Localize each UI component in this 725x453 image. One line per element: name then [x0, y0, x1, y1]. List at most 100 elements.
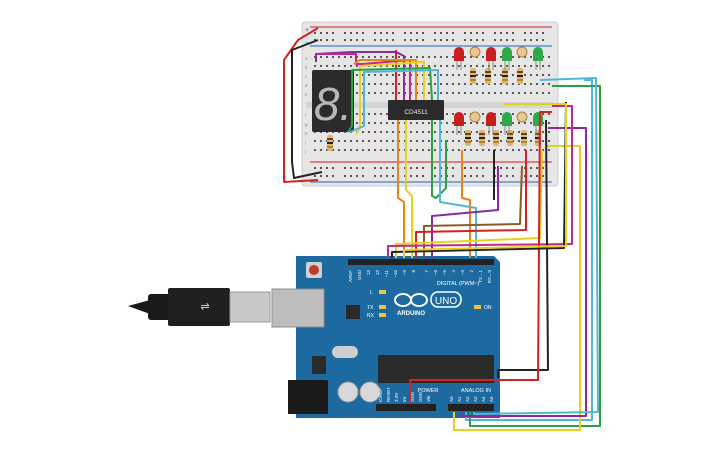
terminal-hole: [314, 65, 316, 67]
wire-purple[interactable]: [461, 127, 587, 417]
resistor-band: [521, 141, 527, 143]
terminal-hole: [398, 74, 400, 76]
terminal-hole: [500, 149, 502, 151]
rail-hole: [362, 32, 364, 34]
seven-segment-display[interactable]: 8.: [312, 70, 354, 132]
terminal-hole: [380, 122, 382, 124]
photoresistor[interactable]: [469, 46, 481, 58]
rail-hole: [386, 39, 388, 41]
wire-magenta[interactable]: [318, 53, 411, 100]
terminal-hole: [464, 92, 466, 94]
rail-hole: [362, 167, 364, 169]
rail-hole: [524, 39, 526, 41]
rail-hole: [434, 39, 436, 41]
rail-hole: [350, 39, 352, 41]
terminal-hole: [470, 122, 472, 124]
power-jack[interactable]: [288, 380, 328, 414]
terminal-hole: [452, 74, 454, 76]
power-pin-label: 3.3V: [394, 393, 399, 402]
terminal-hole: [422, 149, 424, 151]
terminal-hole: [356, 149, 358, 151]
wire-green[interactable]: [431, 120, 447, 199]
resistor-band: [535, 141, 541, 143]
digital-pin-label: 4: [451, 270, 456, 273]
terminal-hole: [494, 74, 496, 76]
terminal-hole: [344, 56, 346, 58]
row-letter: e: [305, 92, 308, 97]
digital-pin-label: 8: [411, 270, 416, 273]
terminal-hole: [518, 140, 520, 142]
rail-hole: [494, 39, 496, 41]
wire-green[interactable]: [347, 67, 433, 133]
terminal-hole: [434, 56, 436, 58]
wire-orange[interactable]: [397, 120, 405, 258]
terminal-hole: [374, 122, 376, 124]
terminal-hole: [494, 65, 496, 67]
wire-cyan[interactable]: [349, 69, 439, 133]
terminal-hole: [500, 65, 502, 67]
wire-orange[interactable]: [461, 150, 471, 258]
atmega-mcu: [378, 355, 494, 383]
terminal-hole: [482, 92, 484, 94]
terminal-hole: [434, 92, 436, 94]
rail-hole: [470, 167, 472, 169]
terminal-hole: [470, 83, 472, 85]
wire-cyan[interactable]: [465, 79, 593, 421]
wire-red[interactable]: [409, 111, 552, 404]
terminal-hole: [356, 65, 358, 67]
rail-hole: [344, 32, 346, 34]
arduino-board[interactable]: ⇌ L TX RX ON UNO: [128, 256, 500, 418]
led-dome: [486, 112, 496, 122]
terminal-hole: [518, 131, 520, 133]
usb-cable-tail: [128, 300, 150, 314]
terminal-hole: [320, 149, 322, 151]
ic-chip[interactable]: CD4511: [388, 100, 444, 120]
rail-hole: [464, 32, 466, 34]
wire-yellow[interactable]: [403, 103, 567, 258]
photoresistor[interactable]: [469, 111, 481, 123]
resistor-band: [465, 141, 471, 143]
wire-cyan[interactable]: [473, 77, 599, 415]
terminal-hole: [476, 140, 478, 142]
wire-yellow[interactable]: [405, 120, 413, 258]
rail-hole: [434, 175, 436, 177]
resistor-band: [493, 141, 499, 143]
resistor-band: [485, 71, 491, 73]
wire-purple[interactable]: [431, 166, 499, 258]
resistor-band: [507, 133, 513, 135]
rail-hole: [530, 167, 532, 169]
wire-black[interactable]: [497, 119, 549, 378]
wire-green[interactable]: [469, 85, 601, 427]
terminal-hole: [512, 122, 514, 124]
photoresistor[interactable]: [516, 111, 528, 123]
rail-hole: [500, 175, 502, 177]
terminal-hole: [356, 113, 358, 115]
terminal-hole: [548, 92, 550, 94]
rail-hole: [506, 167, 508, 169]
terminal-hole: [374, 83, 376, 85]
resistor-band: [479, 137, 485, 139]
terminal-hole: [398, 92, 400, 94]
wire-cyan[interactable]: [439, 120, 477, 258]
photoresistor[interactable]: [516, 46, 528, 58]
terminal-hole: [440, 56, 442, 58]
rail-hole: [332, 167, 334, 169]
wire-orange[interactable]: [353, 59, 417, 100]
terminal-hole: [464, 74, 466, 76]
rail-hole: [362, 39, 364, 41]
digital-pin-label: 13: [366, 270, 371, 276]
usb-cable[interactable]: ⇌: [128, 288, 271, 326]
wire-yellow[interactable]: [355, 61, 425, 135]
resistor-band: [470, 75, 476, 77]
resistor-band: [485, 75, 491, 77]
terminal-hole: [488, 140, 490, 142]
terminal-hole: [530, 56, 532, 58]
wire-red[interactable]: [283, 27, 319, 183]
terminal-hole: [386, 122, 388, 124]
wire-black[interactable]: [291, 39, 323, 179]
wire-yellow[interactable]: [453, 145, 581, 431]
resistor-band: [517, 71, 523, 73]
reset-button-cap[interactable]: [309, 265, 319, 275]
rail-hole: [404, 32, 406, 34]
